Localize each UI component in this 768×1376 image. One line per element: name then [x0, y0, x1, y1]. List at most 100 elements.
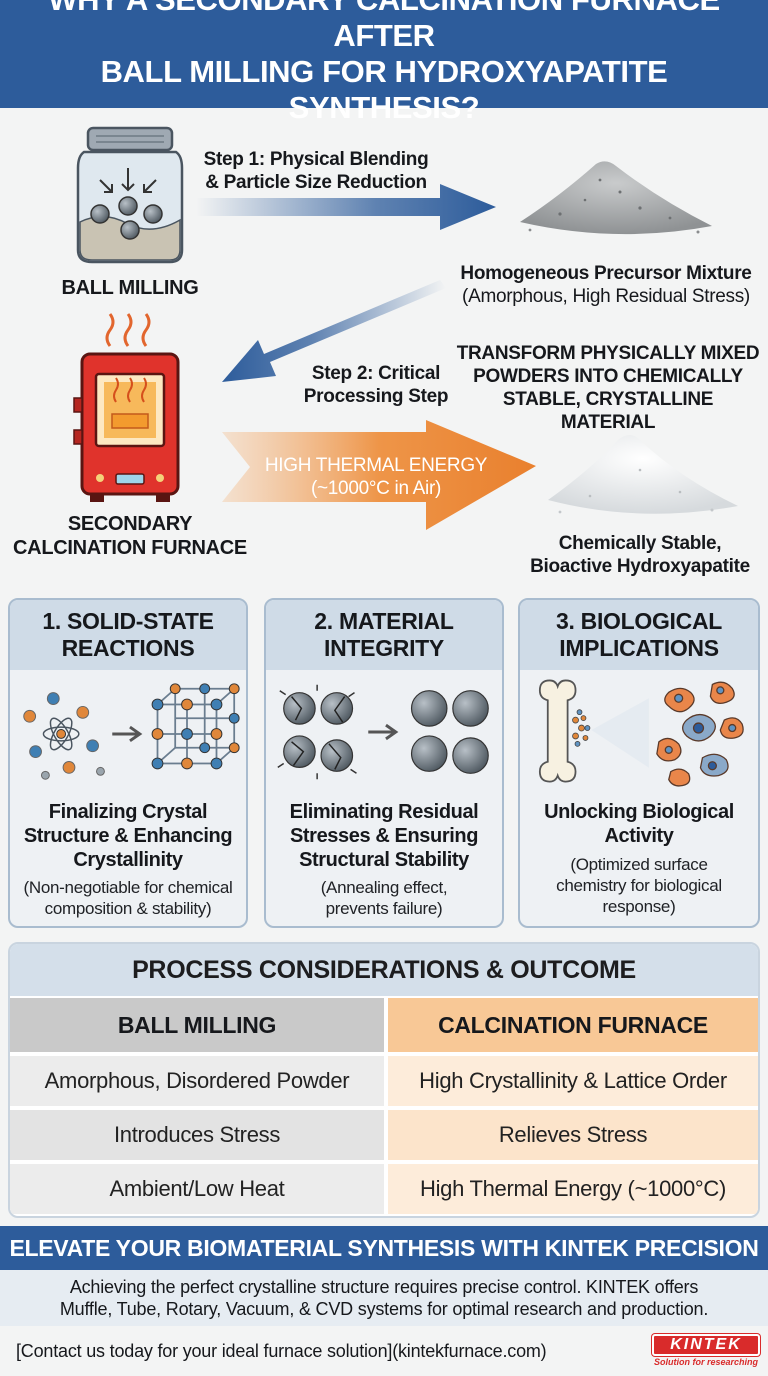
panel-note-line-2: composition & stability) [44, 899, 212, 918]
panel-solid-state-reactions: 1. SOLID-STATE REACTIONS [8, 598, 248, 928]
cracked-particles-icon [277, 684, 357, 780]
table-cell: Introduces Stress [10, 1110, 384, 1160]
calcination-furnace-icon [73, 313, 180, 502]
panel-note-line-2: prevents failure) [325, 899, 443, 918]
kintek-logo[interactable]: KINTEK Solution for researching [652, 1334, 760, 1370]
product-line-2: Bioactive Hydroxyapatite [530, 556, 750, 577]
cta-body-line-2: Muffle, Tube, Rotary, Vacuum, & CVD syst… [59, 1299, 709, 1319]
panel-subtitle-line-1: Finalizing Crystal [48, 801, 208, 823]
ball-mill-jar-icon [76, 126, 184, 264]
panel-header: 1. SOLID-STATE REACTIONS [10, 600, 246, 670]
panel-subtitle: Finalizing Crystal Structure & Enhancing… [16, 800, 240, 872]
title-line-2: BALL MILLING FOR HYDROXYAPATITE SYNTHESI… [100, 54, 668, 125]
logo-tagline: Solution for researching [653, 1357, 758, 1367]
panel-title-line-2: INTEGRITY [324, 635, 444, 661]
logo-wordmark: KINTEK [652, 1334, 760, 1356]
panel-header: 2. MATERIAL INTEGRITY [266, 600, 502, 670]
cta-body-line-1: Achieving the perfect crystalline struct… [69, 1277, 699, 1297]
smooth-particles-icon [410, 690, 489, 774]
step1-label: Step 1: Physical Blending & Particle Siz… [196, 148, 436, 194]
right-arrow-icon [368, 723, 399, 741]
precursor-line-2: (Amorphous, High Residual Stress) [462, 286, 750, 307]
panel-subtitle-line-1: Unlocking Biological [544, 801, 734, 823]
transform-label: TRANSFORM PHYSICALLY MIXED POWDERS INTO … [456, 342, 760, 434]
bone-icon [538, 679, 577, 783]
energy-line-1: HIGH THERMAL ENERGY [264, 455, 488, 476]
step2-arrow [222, 280, 446, 382]
step1-line-1: Step 1: Physical Blending [203, 149, 429, 170]
cta-body: Achieving the perfect crystalline struct… [0, 1270, 768, 1326]
precursor-powder-pile [520, 161, 712, 235]
bone-and-cells-icon [538, 679, 744, 787]
panel-title-line-1: 1. SOLID-STATE [42, 608, 214, 634]
cells-icon [656, 681, 744, 787]
panel-subtitle-line-3: Structural Stability [299, 849, 469, 871]
hydroxyapatite-powder-pile [548, 435, 738, 514]
furnace-line-1: SECONDARY [67, 513, 193, 535]
atom-icon [42, 717, 80, 751]
table-cell: Ambient/Low Heat [10, 1164, 384, 1214]
panel-title-line-2: IMPLICATIONS [559, 635, 719, 661]
furnace-label: SECONDARY CALCINATION FURNACE [4, 512, 256, 560]
product-line-1: Chemically Stable, [558, 533, 722, 554]
heat-wave-icon [105, 313, 115, 347]
process-flow-graphic [73, 126, 738, 530]
precursor-line-1: Homogeneous Precursor Mixture [460, 263, 752, 284]
panel-header: 3. BIOLOGICAL IMPLICATIONS [520, 600, 758, 670]
contact-link[interactable]: [Contact us today for your ideal furnace… [16, 1341, 547, 1361]
panel-title-line-1: 2. MATERIAL [314, 608, 454, 634]
furnace-line-2: CALCINATION FURNACE [13, 537, 247, 559]
atoms-to-lattice-icon [23, 683, 240, 780]
product-label: Chemically Stable, Bioactive Hydroxyapat… [516, 532, 764, 578]
panel-subtitle-line-2: Activity [604, 825, 674, 847]
crystal-lattice-icon [156, 687, 236, 765]
right-arrow-icon [112, 725, 143, 743]
panel-note-line-1: (Optimized surface [570, 855, 708, 874]
ball-milling-label: BALL MILLING [61, 277, 199, 299]
panel-note: (Optimized surface chemistry for biologi… [526, 854, 752, 917]
panel-note-line-3: response) [602, 897, 676, 916]
panel-subtitle-line-2: Structure & Enhancing [23, 825, 233, 847]
energy-line-2: (~1000°C in Air) [310, 478, 442, 499]
table-cell: Relieves Stress [388, 1110, 758, 1160]
panel-note-line-1: (Annealing effect, [320, 878, 448, 897]
transform-line-1: TRANSFORM PHYSICALLY MIXED [456, 343, 760, 364]
panel-subtitle: Eliminating Residual Stresses & Ensuring… [272, 800, 496, 872]
panel-subtitle: Unlocking Biological Activity [526, 800, 752, 848]
step2-label: Step 2: Critical Processing Step [296, 362, 456, 408]
table-cell: High Thermal Energy (~1000°C) [388, 1164, 758, 1214]
title-line-1: WHY A SECONDARY CALCINATION FURNACE AFTE… [48, 0, 720, 53]
thermal-energy-label: HIGH THERMAL ENERGY (~1000°C in Air) [256, 454, 496, 500]
panel-title: 1. SOLID-STATE REACTIONS [42, 608, 214, 662]
table-header-ball-milling: BALL MILLING [10, 998, 384, 1052]
panel-title-line-1: 3. BIOLOGICAL [555, 608, 723, 634]
cta-banner: ELEVATE YOUR BIOMATERIAL SYNTHESIS WITH … [0, 1226, 768, 1270]
panel-note: (Non-negotiable for chemical composition… [16, 877, 240, 919]
step1-arrow [196, 184, 496, 230]
table-cell: High Crystallinity & Lattice Order [388, 1056, 758, 1106]
panel-title: 3. BIOLOGICAL IMPLICATIONS [556, 608, 722, 662]
table-cell: Amorphous, Disordered Powder [10, 1056, 384, 1106]
panel-note: (Annealing effect, prevents failure) [272, 877, 496, 919]
panel-note-line-1: (Non-negotiable for chemical [23, 878, 233, 897]
precursor-label: Homogeneous Precursor Mixture (Amorphous… [446, 262, 766, 308]
transform-line-2: POWDERS INTO CHEMICALLY [473, 366, 743, 387]
step2-line-1: Step 2: Critical [311, 363, 441, 384]
table-title: PROCESS CONSIDERATIONS & OUTCOME [10, 944, 758, 996]
panel-subtitle-line-1: Eliminating Residual [289, 801, 479, 823]
page-title: WHY A SECONDARY CALCINATION FURNACE AFTE… [10, 0, 758, 126]
panel-note-line-2: chemistry for biological [556, 876, 722, 895]
panel-title-line-2: REACTIONS [61, 635, 195, 661]
thermal-energy-arrow [222, 420, 536, 530]
table-header-calcination-furnace: CALCINATION FURNACE [388, 998, 758, 1052]
panel-title: 2. MATERIAL INTEGRITY [314, 608, 454, 662]
panel-biological-implications: 3. BIOLOGICAL IMPLICATIONS [518, 598, 760, 928]
page-header: WHY A SECONDARY CALCINATION FURNACE AFTE… [0, 0, 768, 125]
step1-line-2: & Particle Size Reduction [205, 172, 427, 193]
panel-material-integrity: 2. MATERIAL INTEGRITY Eliminating Residu… [264, 598, 504, 928]
comparison-table: PROCESS CONSIDERATIONS & OUTCOME BALL MI… [8, 942, 760, 1218]
step2-line-2: Processing Step [303, 386, 449, 407]
transform-line-3: STABLE, CRYSTALLINE MATERIAL [502, 389, 714, 433]
panel-subtitle-line-2: Stresses & Ensuring [289, 825, 479, 847]
cracked-to-smooth-particles-icon [277, 684, 489, 780]
